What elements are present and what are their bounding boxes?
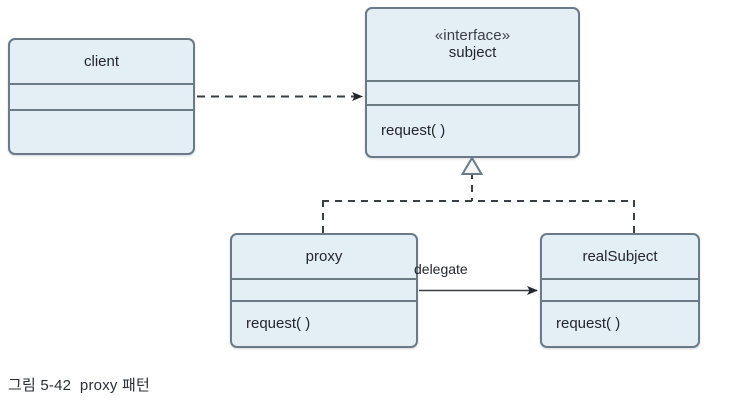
uml-class-proxy[interactable]: proxy request( )	[230, 233, 418, 348]
class-operation: request( )	[556, 315, 621, 332]
edge-label-delegate: delegate	[414, 261, 468, 277]
class-operations-compartment: request( )	[367, 104, 578, 156]
class-name-compartment: proxy	[232, 235, 416, 278]
class-title: subject	[448, 44, 497, 62]
class-name-compartment: «interface» subject	[367, 9, 578, 80]
class-name-compartment: client	[10, 40, 193, 83]
uml-class-realsubject[interactable]: realSubject request( )	[540, 233, 700, 348]
class-title: proxy	[305, 247, 343, 265]
hollow-triangle-arrowhead	[460, 156, 484, 175]
class-stereotype: «interface»	[434, 26, 511, 44]
class-operations-compartment	[10, 109, 193, 153]
class-name-compartment: realSubject	[542, 235, 698, 278]
uml-class-client[interactable]: client	[8, 38, 195, 155]
class-operations-compartment: request( )	[232, 300, 416, 346]
class-operations-compartment: request( )	[542, 300, 698, 346]
class-operation: request( )	[246, 315, 311, 332]
class-attributes-compartment	[10, 83, 193, 109]
uml-class-subject[interactable]: «interface» subject request( )	[365, 7, 580, 158]
class-attributes-compartment	[542, 278, 698, 300]
class-title: realSubject	[582, 247, 658, 265]
class-attributes-compartment	[232, 278, 416, 300]
class-title: client	[83, 52, 120, 70]
edge-realization-tree	[322, 156, 635, 233]
class-attributes-compartment	[367, 80, 578, 104]
class-operation: request( )	[381, 122, 446, 139]
figure-caption: 그림 5-42 proxy 패턴	[8, 377, 150, 394]
